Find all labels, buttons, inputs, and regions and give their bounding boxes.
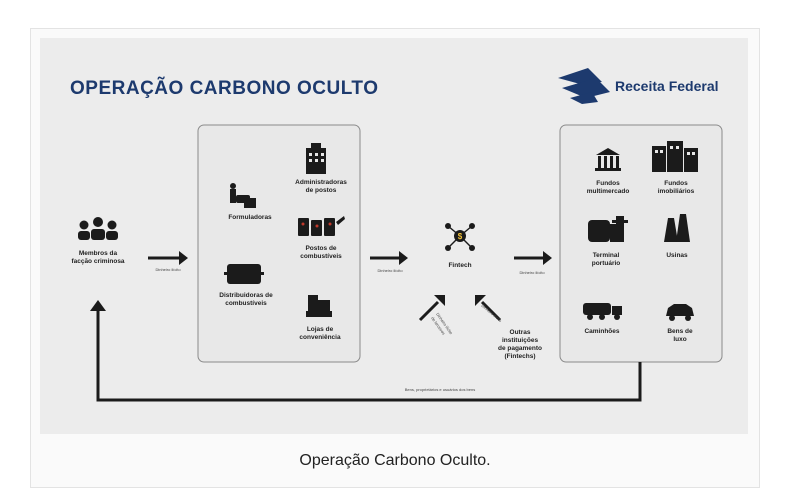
store-icon: [306, 295, 332, 317]
members-label-2: facção criminosa: [71, 258, 124, 265]
bens-label-1: Bens de: [667, 328, 693, 335]
postos-label-2: combustíveis: [300, 253, 342, 260]
return-arrow: Bens, proprietários e usuários dos bens: [90, 300, 642, 402]
members-node: Membros da facção criminosa: [71, 217, 125, 265]
terminal-label-1: Terminal: [593, 252, 620, 259]
administradoras-node: Administradoras de postos: [295, 143, 347, 194]
postos-node: Postos de combustíveis: [298, 216, 345, 260]
return-arrow-label: Bens, proprietários e usuários dos bens: [405, 387, 475, 392]
lojas-node: Lojas de conveniência: [299, 295, 341, 341]
caminhoes-label: Caminhões: [584, 328, 619, 335]
fundos-imobiliarios-label-1: Fundos: [664, 180, 688, 187]
outras-instituicoes-node: Outras instituições de pagamento (Fintec…: [498, 329, 542, 360]
arrow3-label: Dinheiro ilícito: [519, 270, 545, 275]
receita-federal-emblem-icon: [558, 68, 610, 104]
receita-federal-logo: Receita Federal: [558, 68, 719, 104]
outras-label-1: Outras: [510, 329, 531, 336]
usinas-node: Usinas: [664, 214, 690, 259]
fintech-label: Fintech: [448, 262, 471, 269]
members-label-1: Membros da: [79, 250, 118, 257]
sector-box: [197, 124, 361, 363]
fundos-multimercado-label-1: Fundos: [596, 180, 620, 187]
distribuidoras-node: Distribuidoras de combustíveis: [219, 264, 273, 307]
people-group-icon: [78, 217, 118, 240]
administradoras-label-2: de postos: [306, 187, 337, 194]
fundos-multimercado-node: Fundos multimercado: [587, 148, 630, 195]
formuladoras-node: Formuladoras: [228, 183, 272, 221]
brand-name: Receita Federal: [615, 78, 719, 94]
bens-luxo-node: Bens de luxo: [666, 304, 694, 343]
outras-label-2: instituições: [502, 337, 539, 344]
administradoras-label-1: Administradoras: [295, 179, 347, 186]
fundos-multimercado-label-2: multimercado: [587, 188, 630, 195]
outras-label-4: (Fintechs): [504, 353, 535, 360]
arrow-third-party-money: Dinheiro ilícito de terceiros: [418, 295, 454, 336]
fintech-network-icon: $: [445, 223, 475, 251]
arrow-members-to-sector: Dinheiro ilícito: [148, 251, 188, 272]
truck-icon: [583, 303, 622, 320]
distribuidoras-label-1: Distribuidoras de: [219, 292, 273, 299]
distribuidoras-label-2: combustíveis: [225, 300, 267, 307]
fundos-imobiliarios-node: Fundos imobiliários: [652, 141, 698, 195]
lojas-label-1: Lojas de: [307, 326, 334, 333]
lojas-label-2: conveniência: [299, 334, 341, 341]
arrow2-label: Dinheiro ilícito: [377, 268, 403, 273]
car-icon: [666, 304, 694, 321]
arrow-sector-to-fintech: Dinheiro ilícito: [370, 251, 408, 273]
port-terminal-icon: [588, 216, 628, 242]
arrow-other-institutions: Dinheiro ilícito: [475, 295, 503, 323]
fintech-node: $ Fintech: [445, 223, 475, 269]
arrow1-label: Dinheiro ilícito: [155, 267, 181, 272]
fuel-tanks-icon: [224, 264, 264, 284]
figure-caption: Operação Carbono Oculto.: [299, 452, 491, 469]
infographic: OPERAÇÃO CARBONO OCULTO Receita Federal …: [40, 38, 748, 434]
terminal-node: Terminal portuário: [588, 216, 628, 267]
diagram-canvas: OPERAÇÃO CARBONO OCULTO Receita Federal …: [70, 68, 723, 402]
refinery-icon: [230, 183, 256, 208]
arrow-fintech-to-assets: Dinheiro ilícito: [514, 251, 552, 275]
gas-pumps-icon: [298, 216, 345, 236]
postos-label-1: Postos de: [305, 245, 336, 252]
formuladoras-label: Formuladoras: [228, 214, 272, 221]
power-plant-icon: [664, 214, 690, 242]
diag-right-label: Dinheiro ilícito: [480, 303, 503, 323]
outras-label-3: de pagamento: [498, 345, 542, 352]
fundos-imobiliarios-label-2: imobiliários: [658, 188, 695, 195]
caminhoes-node: Caminhões: [583, 303, 622, 335]
diagram-title: OPERAÇÃO CARBONO OCULTO: [70, 77, 378, 99]
usinas-label: Usinas: [666, 252, 688, 259]
terminal-label-2: portuário: [592, 260, 621, 267]
bens-label-2: luxo: [673, 336, 686, 343]
bank-icon: [595, 148, 621, 171]
svg-text:$: $: [458, 232, 463, 241]
